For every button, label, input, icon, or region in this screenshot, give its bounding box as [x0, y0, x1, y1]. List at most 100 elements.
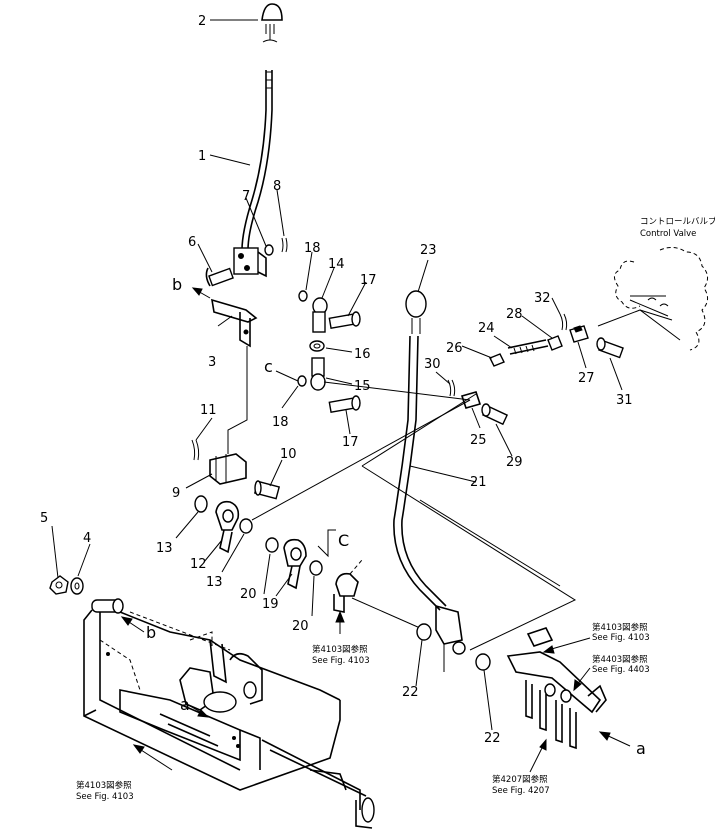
- control-valve-label-en: Control Valve: [640, 229, 696, 239]
- rod-line-lower: [419, 499, 561, 587]
- rod-end-part-3: [211, 298, 258, 348]
- callout-1: 1: [198, 149, 206, 164]
- rod-line-upper: [251, 399, 471, 521]
- control-valve-label-jp: コントロールバルブ: [640, 216, 715, 227]
- callout-11: 11: [200, 403, 217, 418]
- washer-part-18-bottom: [297, 375, 307, 387]
- link-line: [227, 346, 248, 454]
- callout-30: 30: [424, 357, 441, 372]
- block-part-27: [569, 325, 589, 343]
- callout-26: 26: [446, 341, 463, 356]
- callout-18-bottom: 18: [272, 415, 289, 430]
- lever-part-1: [233, 70, 273, 278]
- callout-22-right: 22: [484, 731, 501, 746]
- bolt-part-31: [596, 337, 624, 359]
- callout-14: 14: [328, 257, 345, 272]
- callout-13-left: 13: [156, 541, 173, 556]
- callout-13-right: 13: [206, 575, 223, 590]
- ref-4103-mid-en: See Fig. 4103: [312, 656, 370, 666]
- washer-part-7: [264, 244, 274, 256]
- arrow-a-right: [598, 731, 631, 747]
- callout-4: 4: [83, 531, 91, 546]
- callout-17-bottom: 17: [342, 435, 359, 450]
- marker-b-top: b: [172, 275, 182, 294]
- arrow-ref-4207: [529, 738, 547, 773]
- callout-6: 6: [188, 235, 196, 250]
- ref-4207-en: See Fig. 4207: [492, 786, 550, 796]
- arrow-b-top: [191, 287, 211, 299]
- bushing-part-13-left: [194, 495, 208, 513]
- arrow-ref-4403: [573, 667, 591, 692]
- marker-c-right: C: [338, 531, 349, 550]
- bushing-part-20-left: [265, 537, 279, 553]
- washer-part-4: [70, 577, 84, 595]
- ref-4103-right-en: See Fig. 4103: [592, 633, 650, 643]
- arrow-ref-4103-mid: [335, 610, 345, 634]
- callout-7: 7: [242, 189, 250, 204]
- bolt-part-17-bottom: [328, 395, 361, 413]
- marker-b-bottom: b: [146, 623, 156, 642]
- knob-part-2: [261, 3, 283, 43]
- callout-19: 19: [262, 597, 279, 612]
- bolt-part-6: [205, 267, 234, 287]
- rod-end-part-15: [310, 357, 326, 391]
- ref-4103-right-jp: 第4103図参照: [592, 622, 648, 633]
- bushing-part-20-right: [309, 560, 323, 576]
- bolt-part-17-top: [328, 311, 361, 329]
- callout-8: 8: [273, 179, 281, 194]
- bracket-part-12: [215, 500, 240, 554]
- rod-line-mid: [361, 393, 477, 467]
- ref-4207-jp: 第4207図参照: [492, 774, 548, 785]
- callout-31: 31: [616, 393, 633, 408]
- nut-part-16: [309, 340, 325, 352]
- bushing-part-13-right: [239, 518, 253, 534]
- arrow-b-bottom: [120, 616, 145, 633]
- pin-part-8: [281, 237, 288, 253]
- nut-part-28: [547, 335, 563, 351]
- callout-9: 9: [172, 486, 180, 501]
- ref-4403-en: See Fig. 4403: [592, 665, 650, 675]
- callout-10: 10: [280, 447, 297, 462]
- callout-15: 15: [354, 379, 371, 394]
- callout-18-top: 18: [304, 241, 321, 256]
- leader-lines: [51, 19, 623, 731]
- callout-3: 3: [208, 355, 216, 370]
- arrow-a-frame: [189, 705, 210, 718]
- bushing-part-22-left: [416, 623, 432, 641]
- callout-20-right: 20: [292, 619, 309, 634]
- bushing-part-22-right: [475, 653, 491, 671]
- callout-32: 32: [534, 291, 551, 306]
- callout-25: 25: [470, 433, 487, 448]
- pin-part-11: [191, 439, 200, 461]
- pin-part-32: [559, 313, 568, 331]
- block-part-25: [460, 391, 482, 409]
- callout-27: 27: [578, 371, 595, 386]
- callout-21: 21: [470, 475, 487, 490]
- rod-line-c: [351, 597, 421, 629]
- ref-4103-bottom-jp: 第4103図参照: [76, 780, 132, 791]
- rod-line-joint: [323, 381, 471, 401]
- marker-c-mid: c: [264, 357, 273, 376]
- arrow-ref-4103-bottom: [132, 744, 173, 771]
- control-valve-outline: [597, 246, 708, 351]
- washer-part-18-top: [298, 290, 308, 302]
- callout-28: 28: [506, 307, 523, 322]
- section-marker-c: [317, 529, 336, 558]
- callout-20-left: 20: [240, 587, 257, 602]
- nut-part-5: [49, 575, 69, 595]
- bolt-part-29: [481, 403, 509, 426]
- nut-part-26: [489, 353, 505, 367]
- connecting-part-mid: [333, 559, 363, 613]
- frame-assembly: [83, 598, 375, 829]
- marker-a-frame: a: [180, 695, 190, 714]
- rod-part-24: [507, 339, 549, 355]
- callout-22-left: 22: [402, 685, 419, 700]
- rod-line-frame: [361, 465, 577, 651]
- yoke-part-9: [209, 453, 247, 485]
- callout-5: 5: [40, 511, 48, 526]
- linkage-assembly-right: [506, 627, 607, 750]
- callout-16: 16: [354, 347, 371, 362]
- lever-part-21: [393, 335, 466, 672]
